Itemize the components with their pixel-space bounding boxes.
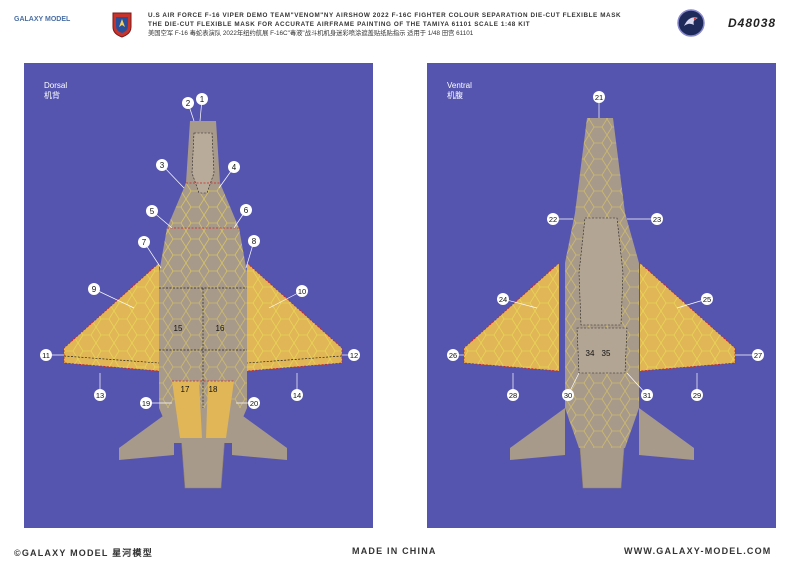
brand-logo: GALAXY MODEL: [14, 16, 71, 23]
callout-27-label: 27: [754, 351, 762, 360]
callout-12-label: 12: [350, 351, 358, 360]
callout-19: [140, 397, 152, 409]
callout-26-label: 26: [449, 351, 457, 360]
callout-26: [447, 349, 459, 361]
panel-15-label: 15: [174, 324, 183, 333]
callout-31: [641, 389, 653, 401]
callout-9-label: 9: [92, 285, 97, 294]
callout-19-label: 19: [142, 399, 150, 408]
ventral-callouts: 21 22 23 24 25 26 27 28 29 30 31 34 35: [447, 91, 764, 401]
callout-20-label: 20: [250, 399, 258, 408]
title-line-3: 美国空军 F-16 毒蛇表演队 2022年纽约航展 F-16C"毒液"战斗机机身…: [148, 30, 474, 38]
callout-7-label: 7: [142, 238, 147, 247]
callout-14-label: 14: [293, 391, 301, 400]
panel-16-label: 16: [216, 324, 225, 333]
panel-17-label: 17: [181, 385, 190, 394]
panel-35-label: 35: [602, 349, 611, 358]
callout-24-label: 24: [499, 295, 507, 304]
product-code: D48038: [728, 16, 777, 30]
callout-13-label: 13: [96, 391, 104, 400]
callout-8: [248, 235, 260, 247]
callout-24: [497, 293, 509, 305]
callout-30: [562, 389, 574, 401]
canopy: [191, 132, 215, 194]
callout-23-label: 23: [653, 215, 661, 224]
callout-10: [296, 285, 308, 297]
callout-2-label: 2: [186, 99, 191, 108]
footer-made-in: MADE IN CHINA: [352, 546, 437, 556]
callout-3-label: 3: [160, 161, 165, 170]
callout-25-label: 25: [703, 295, 711, 304]
callout-28: [507, 389, 519, 401]
callout-22: [547, 213, 559, 225]
ventral-label-text: Ventral: [447, 81, 472, 90]
sheet-title: U.S AIR FORCE F-16 VIPER DEMO TEAM"VENOM…: [148, 11, 668, 39]
dorsal-label-text: Dorsal: [44, 81, 68, 90]
dorsal-callouts: 1 2 3 4 5 6 7 8 9 10 11 12 13 1: [40, 93, 360, 409]
callout-8-label: 8: [252, 237, 257, 246]
callout-21-label: 21: [595, 93, 603, 102]
dorsal-label: Dorsal 机背: [44, 81, 67, 101]
callout-23: [651, 213, 663, 225]
dorsal-panel: Dorsal 机背: [24, 63, 373, 528]
callout-1: [196, 93, 208, 105]
callout-14: [291, 389, 303, 401]
rear-yellow-panel: [172, 381, 202, 438]
tail-plane-left: [119, 408, 174, 460]
callout-30-label: 30: [564, 391, 572, 400]
ventral-label-cn: 机腹: [447, 91, 463, 100]
callout-27: [752, 349, 764, 361]
callout-11: [40, 349, 52, 361]
callout-6: [240, 204, 252, 216]
panel-18-label: 18: [209, 385, 218, 394]
callout-10-label: 10: [298, 287, 306, 296]
ventral-panel: Ventral 机腹: [427, 63, 776, 528]
dorsal-label-cn: 机背: [44, 91, 60, 100]
footer-copyright: ©GALAXY MODEL 星河模型: [14, 548, 153, 558]
footer-website[interactable]: WWW.GALAXY-MODEL.COM: [624, 546, 772, 556]
intake-trunk: [578, 217, 624, 326]
callout-11-label: 11: [42, 351, 50, 360]
callout-13: [94, 389, 106, 401]
panel-34-label: 34: [586, 349, 595, 358]
callout-29: [691, 389, 703, 401]
callout-7: [138, 236, 150, 248]
sheet-header: GALAXY MODEL U.S AIR FORCE F-16 VIPER DE…: [0, 0, 800, 55]
callout-3: [156, 159, 168, 171]
callout-1-label: 1: [200, 95, 205, 104]
callout-5: [146, 205, 158, 217]
callout-2: [182, 97, 194, 109]
tail-plane-right: [639, 408, 694, 460]
callout-4-label: 4: [232, 163, 237, 172]
tail-plane-left: [510, 408, 565, 460]
tactical-air-command-badge-icon: [112, 12, 132, 38]
callout-6-label: 6: [244, 206, 249, 215]
callout-22-label: 22: [549, 215, 557, 224]
callout-9: [88, 283, 100, 295]
callout-21: [593, 91, 605, 103]
tail-plane-right: [232, 408, 287, 460]
ventral-label: Ventral 机腹: [447, 81, 472, 101]
callout-20: [248, 397, 260, 409]
viper-demo-team-emblem-icon: [677, 9, 705, 37]
callout-25: [701, 293, 713, 305]
title-line-2: THE DIE-CUT FLEXIBLE MASK FOR ACCURATE A…: [148, 21, 531, 29]
callout-5-label: 5: [150, 207, 155, 216]
callout-12: [348, 349, 360, 361]
callout-28-label: 28: [509, 391, 517, 400]
callout-4: [228, 161, 240, 173]
callout-31-label: 31: [643, 391, 651, 400]
ventral-airframe-diagram: 21 22 23 24 25 26 27 28 29 30 31 34 35: [447, 91, 764, 489]
title-line-1: U.S AIR FORCE F-16 VIPER DEMO TEAM"VENOM…: [148, 12, 622, 19]
callout-29-label: 29: [693, 391, 701, 400]
dorsal-airframe-diagram: 1 2 3 4 5 6 7 8 9 10 11 12 13 1: [40, 93, 360, 489]
